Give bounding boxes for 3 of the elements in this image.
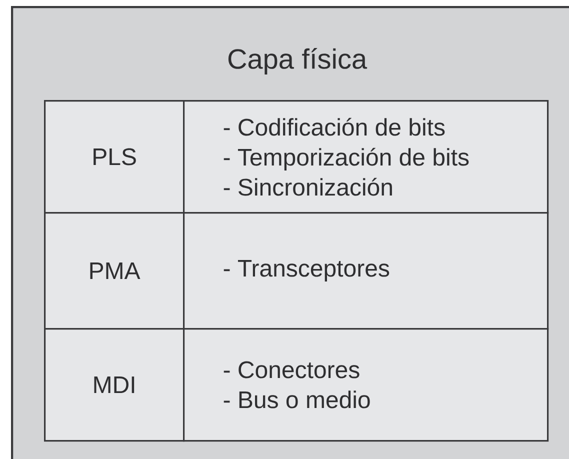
table-cell: PMA bbox=[44, 212, 185, 330]
table-cell: PLS bbox=[44, 100, 185, 214]
table-cell: MDI bbox=[44, 328, 185, 442]
